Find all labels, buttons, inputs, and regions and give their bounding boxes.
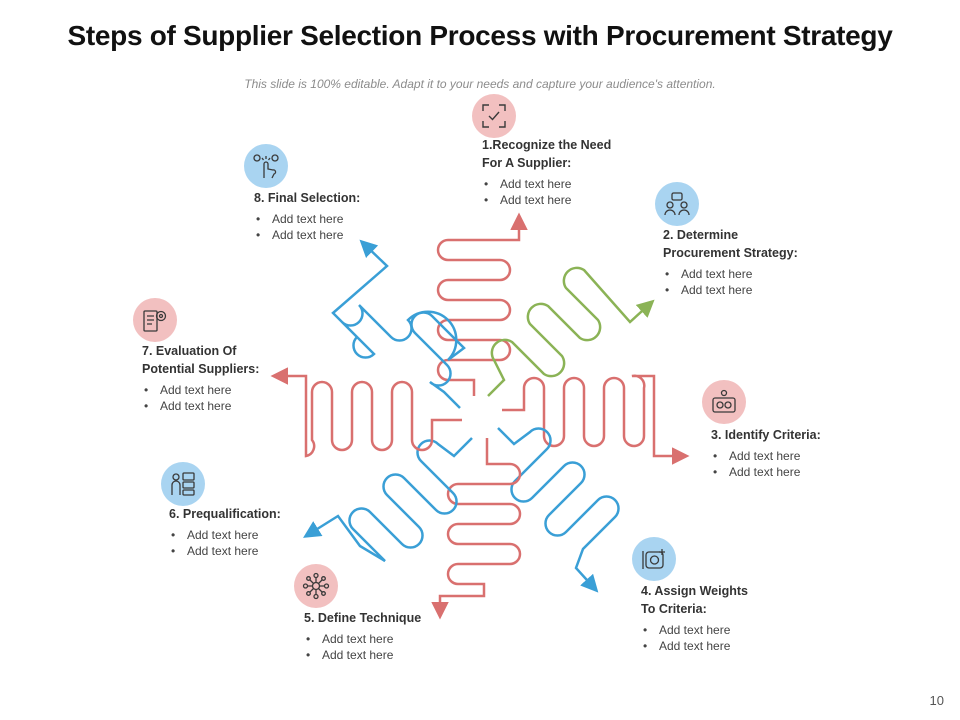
step-bullet: Add text here [711, 448, 891, 464]
step-5: 5. Define Technique Add text here Add te… [304, 609, 484, 663]
step-bullet: Add text here [142, 382, 322, 398]
team-strategy-icon [655, 182, 699, 226]
step-bullets: Add text here Add text here [254, 211, 434, 243]
flow-path-4 [497, 427, 620, 593]
step-bullet: Add text here [711, 464, 891, 480]
step-bullets: Add text here Add text here [304, 631, 484, 663]
slide-title: Steps of Supplier Selection Process with… [67, 20, 893, 51]
step-bullet: Add text here [663, 282, 843, 298]
step-bullet: Add text here [254, 211, 434, 227]
recognize-focus-icon [472, 94, 516, 138]
step-bullet: Add text here [641, 638, 821, 654]
network-technique-icon [294, 564, 338, 608]
step-bullet: Add text here [641, 622, 821, 638]
flow-path-2 [487, 266, 655, 397]
step-8: 8. Final Selection: Add text here Add te… [254, 189, 434, 243]
flow-path-6 [303, 437, 473, 563]
flow-path-3 [502, 374, 690, 465]
step-1: 1.Recognize the Need For A Supplier: Add… [482, 136, 662, 208]
step-bullet: Add text here [169, 527, 349, 543]
step-title: 1.Recognize the Need For A Supplier: [482, 138, 612, 170]
step-title: 5. Define Technique [304, 611, 422, 625]
step-bullets: Add text here Add text here [482, 176, 662, 208]
step-bullet: Add text here [663, 266, 843, 282]
step-6: 6. Prequalification: Add text here Add t… [169, 505, 349, 559]
step-title: 7. Evaluation Of Potential Suppliers: [142, 344, 260, 376]
step-title: 4. Assign Weights To Criteria: [641, 584, 748, 616]
step-title: 6. Prequalification: [169, 507, 281, 521]
evaluation-document-gear-icon [133, 298, 177, 342]
step-bullet: Add text here [304, 647, 484, 663]
step-title: 3. Identify Criteria: [711, 428, 821, 442]
step-bullet: Add text here [169, 543, 349, 559]
flow-path-8 [331, 239, 466, 409]
step-bullets: Add text here Add text here [641, 622, 821, 654]
prequalification-checklist-icon [161, 462, 205, 506]
step-2: 2. Determine Procurement Strategy: Add t… [663, 226, 843, 298]
flow-path-1 [436, 212, 528, 396]
step-title: 2. Determine Procurement Strategy: [663, 228, 798, 260]
flow-path-5 [431, 438, 522, 620]
step-bullet: Add text here [254, 227, 434, 243]
step-7: 7. Evaluation Of Potential Suppliers: Ad… [142, 342, 322, 414]
criteria-gears-icon [702, 380, 746, 424]
step-bullet: Add text here [304, 631, 484, 647]
step-bullet: Add text here [142, 398, 322, 414]
weights-scale-icon [632, 537, 676, 581]
step-bullets: Add text here Add text here [711, 448, 891, 480]
step-3: 3. Identify Criteria: Add text here Add … [711, 426, 891, 480]
step-bullet: Add text here [482, 176, 662, 192]
step-bullets: Add text here Add text here [142, 382, 322, 414]
step-bullet: Add text here [482, 192, 662, 208]
step-title: 8. Final Selection: [254, 191, 361, 205]
step-4: 4. Assign Weights To Criteria: Add text … [641, 582, 821, 654]
step-bullets: Add text here Add text here [663, 266, 843, 298]
page-number: 10 [929, 693, 944, 708]
slide-subtitle: This slide is 100% editable. Adapt it to… [244, 77, 716, 91]
step-bullets: Add text here Add text here [169, 527, 349, 559]
touch-selection-icon [244, 144, 288, 188]
